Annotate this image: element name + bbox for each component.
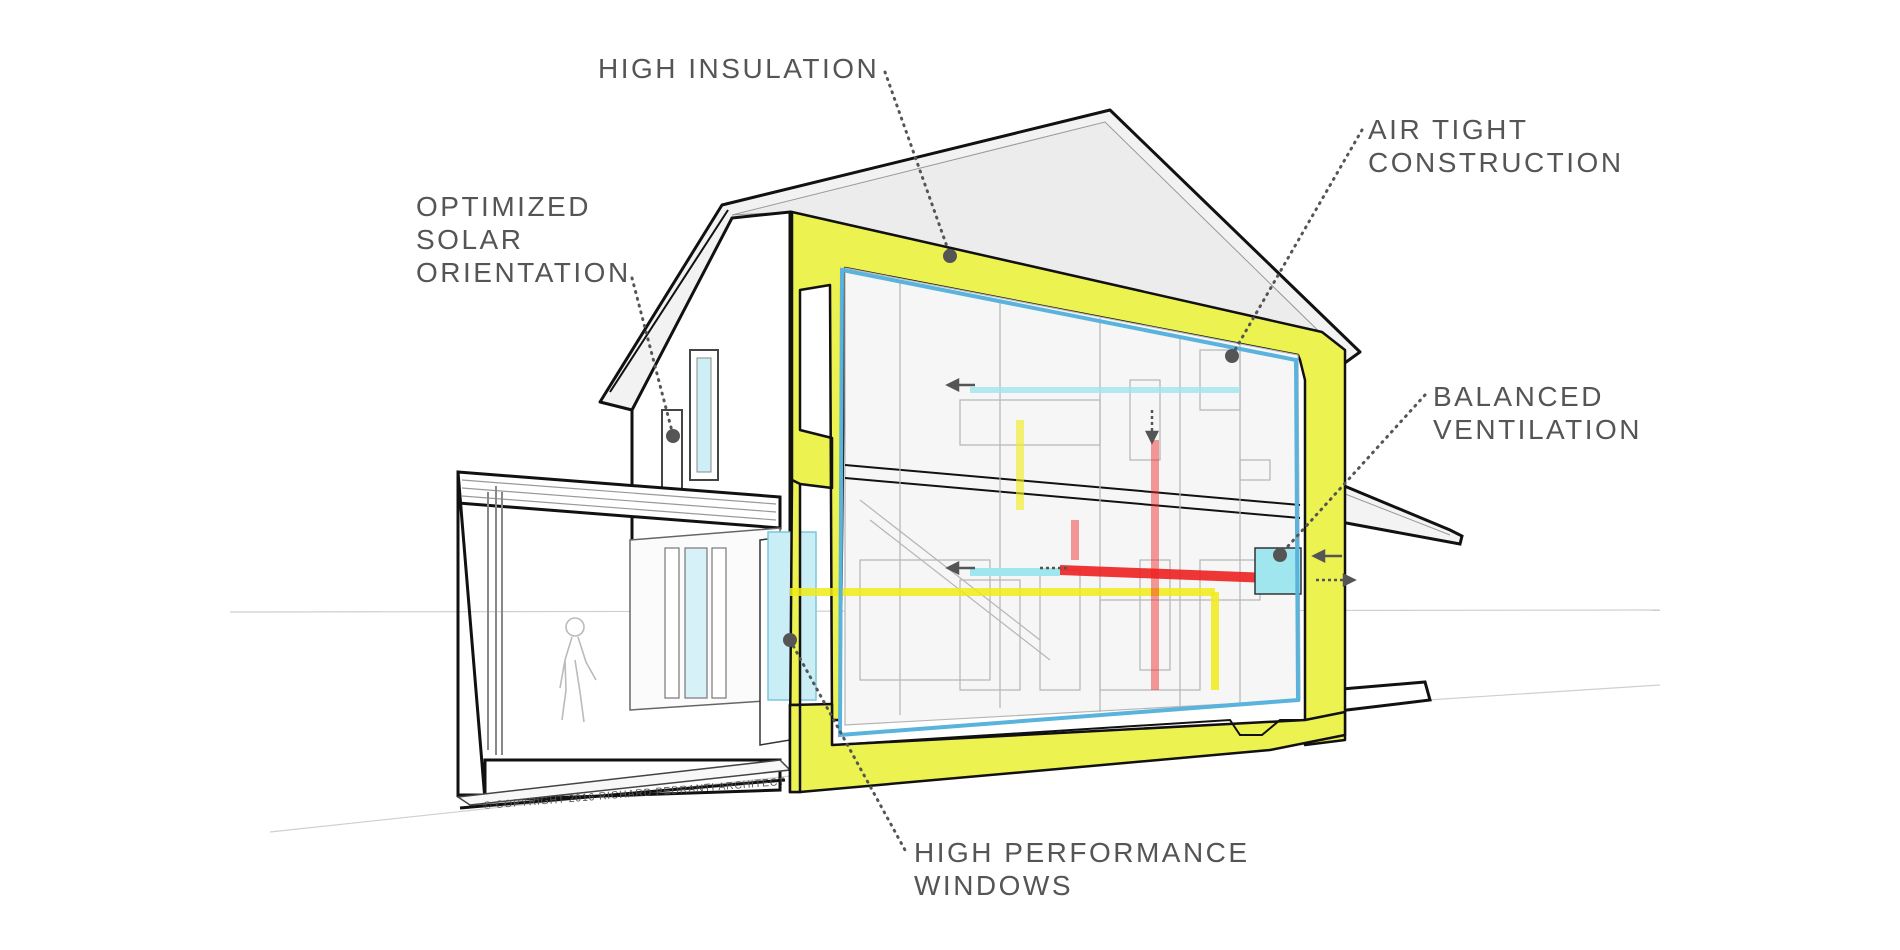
ventilation-ducts bbox=[790, 387, 1302, 690]
callout-dots bbox=[666, 249, 1287, 647]
arrow-icon bbox=[945, 377, 1357, 588]
person-silhouette-icon bbox=[559, 617, 597, 723]
porch-pergola bbox=[455, 470, 792, 810]
insulation-envelope bbox=[788, 210, 1347, 794]
leader-line-icon bbox=[630, 70, 1427, 852]
right-wing-roof bbox=[1328, 477, 1464, 546]
callout-optimized-solar-orientation: OPTIMIZED SOLAR ORIENTATION bbox=[416, 191, 631, 288]
callout-air-tight-construction: AIR TIGHT CONSTRUCTION bbox=[1368, 114, 1624, 178]
callout-balanced-ventilation: BALANCED VENTILATION bbox=[1433, 381, 1643, 445]
air-tight-line bbox=[837, 267, 1301, 738]
callout-high-insulation: HIGH INSULATION bbox=[598, 53, 880, 84]
callout-high-performance-windows: HIGH PERFORMANCE WINDOWS bbox=[914, 837, 1250, 901]
